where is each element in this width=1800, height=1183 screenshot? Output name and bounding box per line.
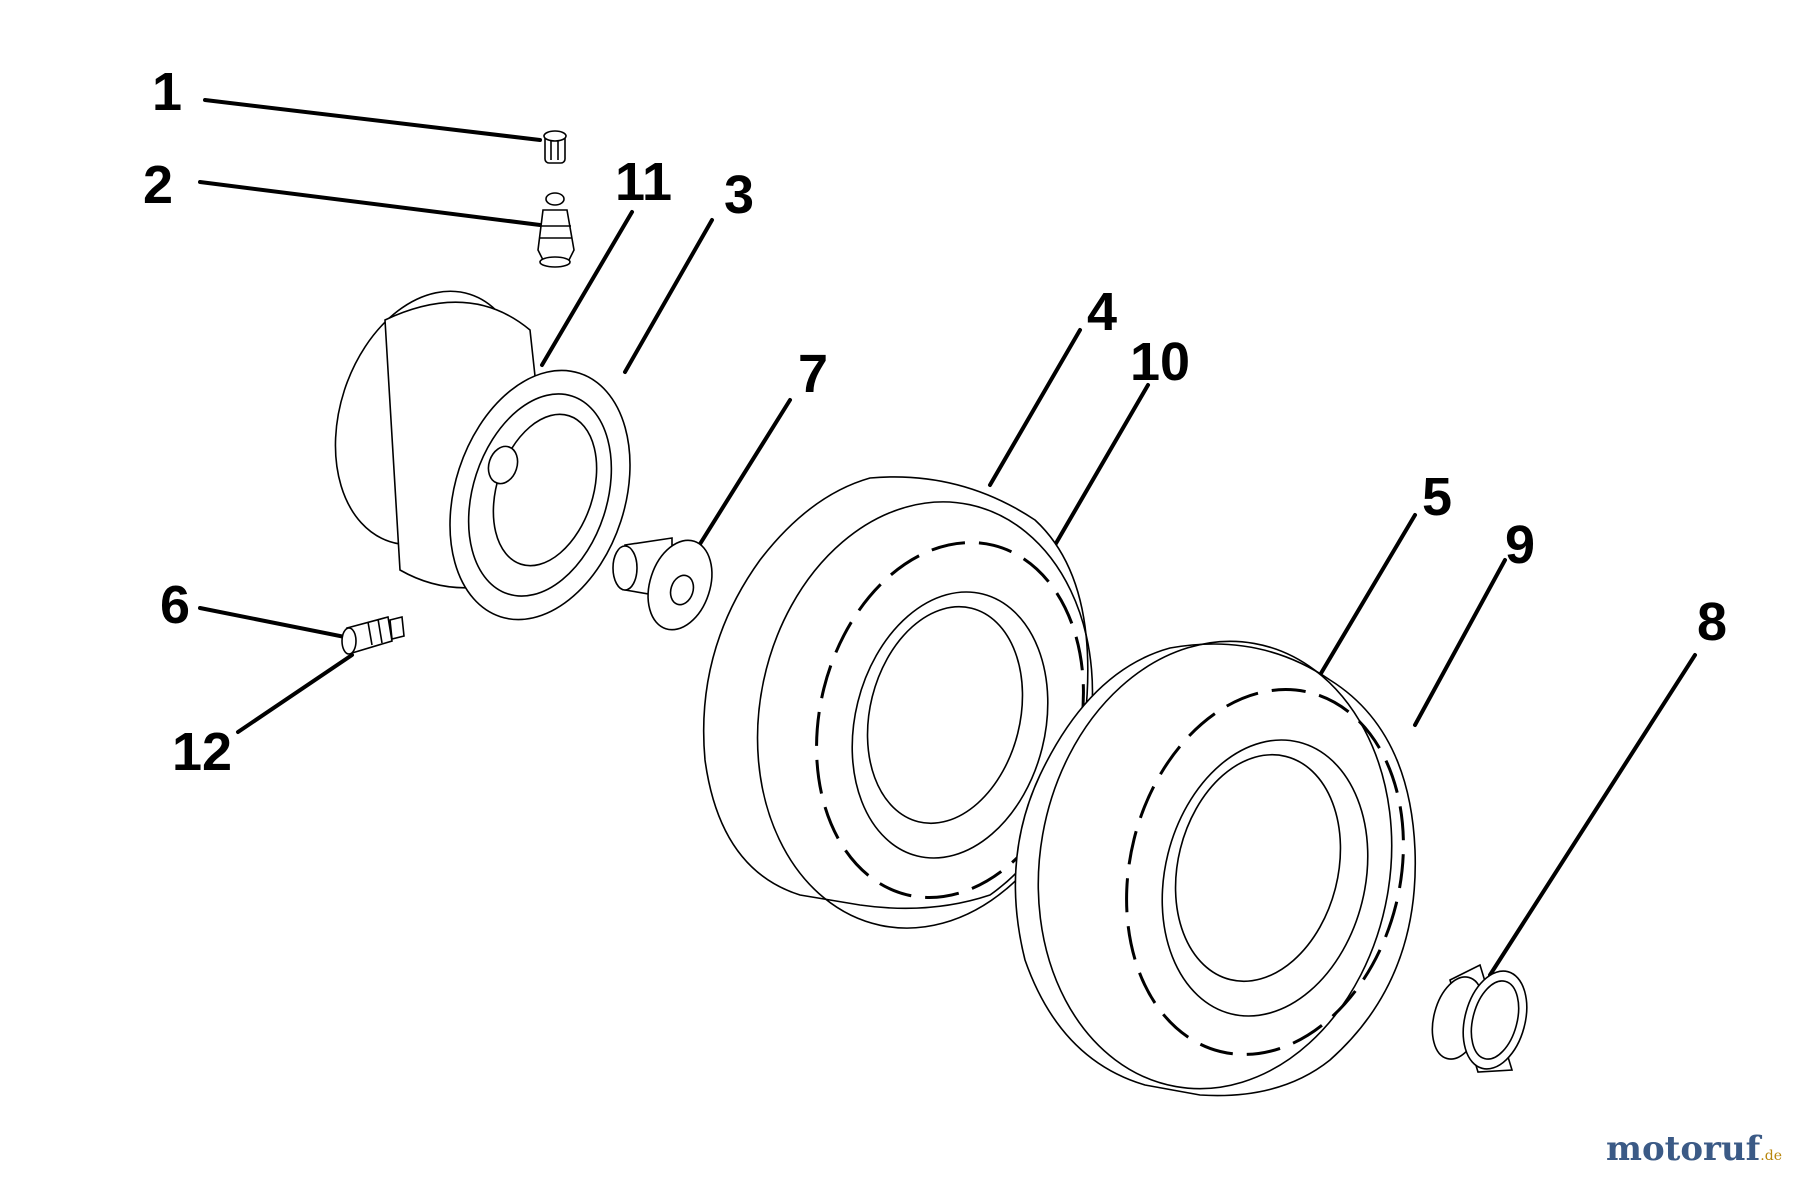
leader-3: [623, 218, 714, 374]
leader-1: [203, 98, 542, 142]
watermark-logo: motoruf.de: [1606, 1129, 1782, 1169]
callout-labels: 1 2 11 3 7 4 10 5 9 8 6 12: [143, 62, 1727, 782]
leader-9: [1413, 558, 1507, 727]
callout-4: 4: [1087, 282, 1117, 342]
bushing-part: [612, 537, 713, 631]
leader-12: [236, 653, 354, 734]
grease-fitting-part: [341, 615, 405, 655]
leader-7: [688, 398, 792, 562]
leader-10: [1053, 383, 1150, 547]
leader-11: [540, 210, 634, 367]
tire-rear-part: [1014, 640, 1417, 1097]
callout-12: 12: [172, 722, 232, 782]
leader-8: [1488, 653, 1697, 977]
callout-1: 1: [152, 62, 182, 122]
callout-11: 11: [615, 152, 672, 212]
hub-cap-part: [1431, 963, 1528, 1073]
valve-stem-part: [537, 192, 575, 268]
leader-lines: [198, 98, 1697, 977]
callout-3: 3: [724, 165, 754, 225]
callout-9: 9: [1505, 515, 1535, 575]
callout-10: 10: [1130, 332, 1190, 392]
callout-6: 6: [160, 575, 190, 635]
callout-8: 8: [1697, 592, 1727, 652]
callout-5: 5: [1422, 467, 1452, 527]
valve-cap-part: [543, 130, 567, 164]
leader-5: [1318, 513, 1417, 677]
watermark-tld: .de: [1760, 1148, 1782, 1164]
callout-7: 7: [798, 344, 828, 404]
callout-2: 2: [143, 155, 173, 215]
leader-6: [198, 606, 352, 640]
leader-4: [988, 328, 1082, 487]
leader-2: [198, 180, 542, 227]
rim-part: [334, 290, 631, 621]
watermark-brand: motoruf: [1606, 1129, 1761, 1169]
